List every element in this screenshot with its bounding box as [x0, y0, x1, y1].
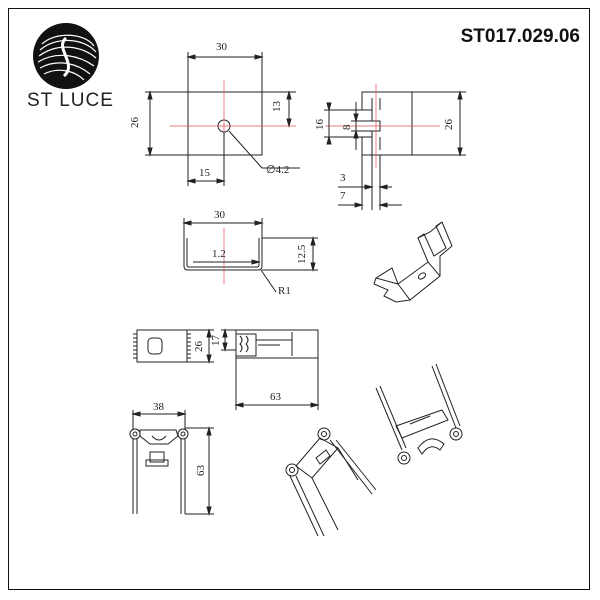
side-view — [324, 84, 466, 210]
product-code: ST017.029.06 — [460, 26, 580, 47]
dim-clip-height: 63 — [195, 465, 207, 477]
dim-slot-3: 3 — [340, 172, 346, 184]
dim-hole-diameter: ∅4.2 — [266, 164, 289, 176]
dim-bend-height: 12.5 — [296, 244, 308, 264]
dim-clip-width: 38 — [153, 401, 165, 413]
dim-side-17: 17 — [210, 335, 222, 347]
drawing-frame — [8, 8, 590, 590]
front-view — [145, 52, 300, 186]
dim-hole-offset-y: 13 — [271, 101, 283, 113]
brand-name: ST LUCE — [27, 90, 114, 111]
length-view — [221, 328, 320, 410]
bend-profile — [182, 218, 318, 293]
clip-isometric-right — [375, 363, 463, 465]
dim-bend-width: 30 — [214, 209, 226, 221]
dim-front-height: 26 — [129, 117, 141, 129]
st-luce-logo — [33, 23, 99, 89]
dim-slot-inner: 8 — [341, 124, 353, 130]
bracket-isometric — [373, 221, 453, 303]
dim-length-63: 63 — [270, 391, 282, 403]
dim-slot-7: 7 — [340, 190, 346, 202]
dim-radius: R1 — [278, 285, 291, 297]
dim-plan-width: 26 — [193, 341, 205, 353]
dim-side-height: 26 — [443, 119, 455, 131]
dim-slot-outer: 16 — [314, 119, 326, 131]
plan-view — [133, 328, 214, 364]
clip-front-view — [129, 410, 214, 516]
dim-hole-offset-x: 15 — [199, 167, 211, 179]
clip-isometric-left — [285, 427, 377, 537]
dim-thickness: 1.2 — [212, 248, 226, 260]
dim-front-width: 30 — [216, 41, 228, 53]
